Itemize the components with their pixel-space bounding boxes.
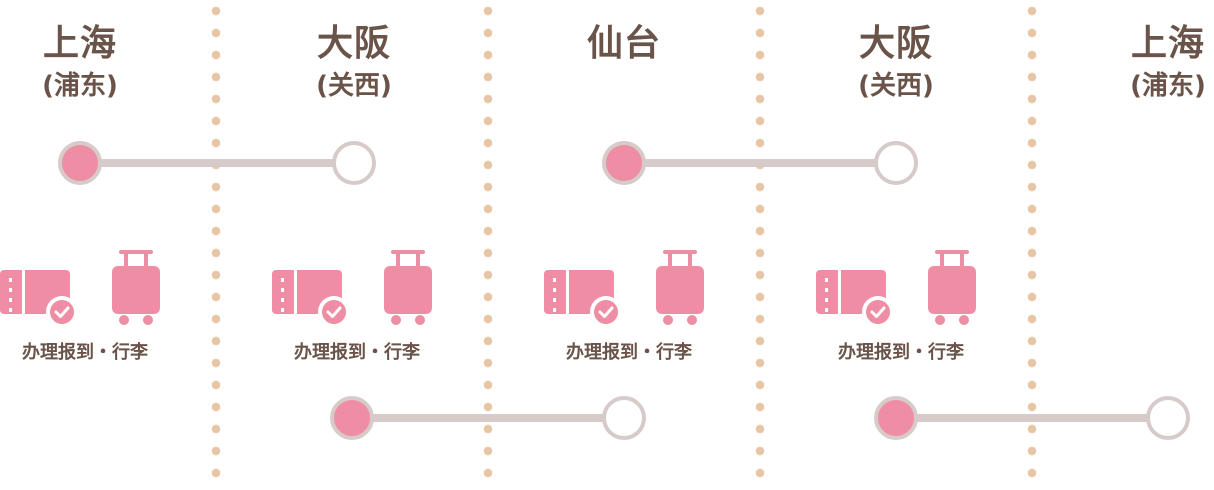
service-label: 办理报到・行李 — [22, 342, 148, 363]
departure-node — [874, 396, 918, 440]
flight-segment-line — [80, 159, 354, 167]
service-label: 办理报到・行李 — [838, 342, 964, 363]
column-divider — [755, 0, 765, 490]
ticket-check-icon — [816, 270, 894, 328]
arrival-node — [332, 141, 376, 185]
departure-node — [330, 396, 374, 440]
departure-node — [602, 141, 646, 185]
city-header: 仙台 — [534, 22, 714, 66]
column-divider — [211, 0, 221, 490]
city-name: 上海 — [1130, 23, 1205, 64]
suitcase-icon — [656, 250, 704, 325]
column-divider — [483, 0, 493, 490]
departure-node — [58, 141, 102, 185]
city-name: 上海 — [42, 23, 117, 64]
arrival-node — [1146, 396, 1190, 440]
city-name: 仙台 — [586, 23, 661, 64]
suitcase-icon — [112, 250, 160, 325]
flight-segment-line — [896, 414, 1168, 422]
service-block: 办理报到・行李 — [816, 248, 996, 368]
service-block: 办理报到・行李 — [544, 248, 724, 368]
city-airport: (浦东) — [1130, 71, 1206, 101]
service-icons — [544, 250, 704, 328]
suitcase-icon — [384, 250, 432, 325]
flight-segment-line — [352, 414, 624, 422]
city-name: 大阪 — [316, 23, 391, 64]
suitcase-icon — [928, 250, 976, 325]
city-header: 上海 (浦东) — [1078, 22, 1214, 106]
city-header: 大阪 (关西) — [264, 22, 444, 106]
city-airport: (关西) — [858, 71, 934, 101]
city-airport: (浦东) — [42, 71, 118, 101]
flight-segment-line — [624, 159, 896, 167]
city-airport: (关西) — [316, 71, 392, 101]
ticket-check-icon — [0, 270, 78, 328]
service-label: 办理报到・行李 — [566, 342, 692, 363]
service-block: 办理报到・行李 — [272, 248, 452, 368]
ticket-check-icon — [272, 270, 350, 328]
arrival-node — [602, 396, 646, 440]
service-icons — [272, 250, 432, 328]
service-label: 办理报到・行李 — [294, 342, 420, 363]
city-name: 大阪 — [858, 23, 933, 64]
arrival-node — [874, 141, 918, 185]
service-icons — [816, 250, 976, 328]
city-header: 大阪 (关西) — [806, 22, 986, 106]
service-block: 办理报到・行李 — [0, 248, 180, 368]
service-icons — [0, 250, 160, 328]
ticket-check-icon — [544, 270, 622, 328]
column-divider — [1027, 0, 1037, 490]
city-header: 上海 (浦东) — [0, 22, 170, 106]
